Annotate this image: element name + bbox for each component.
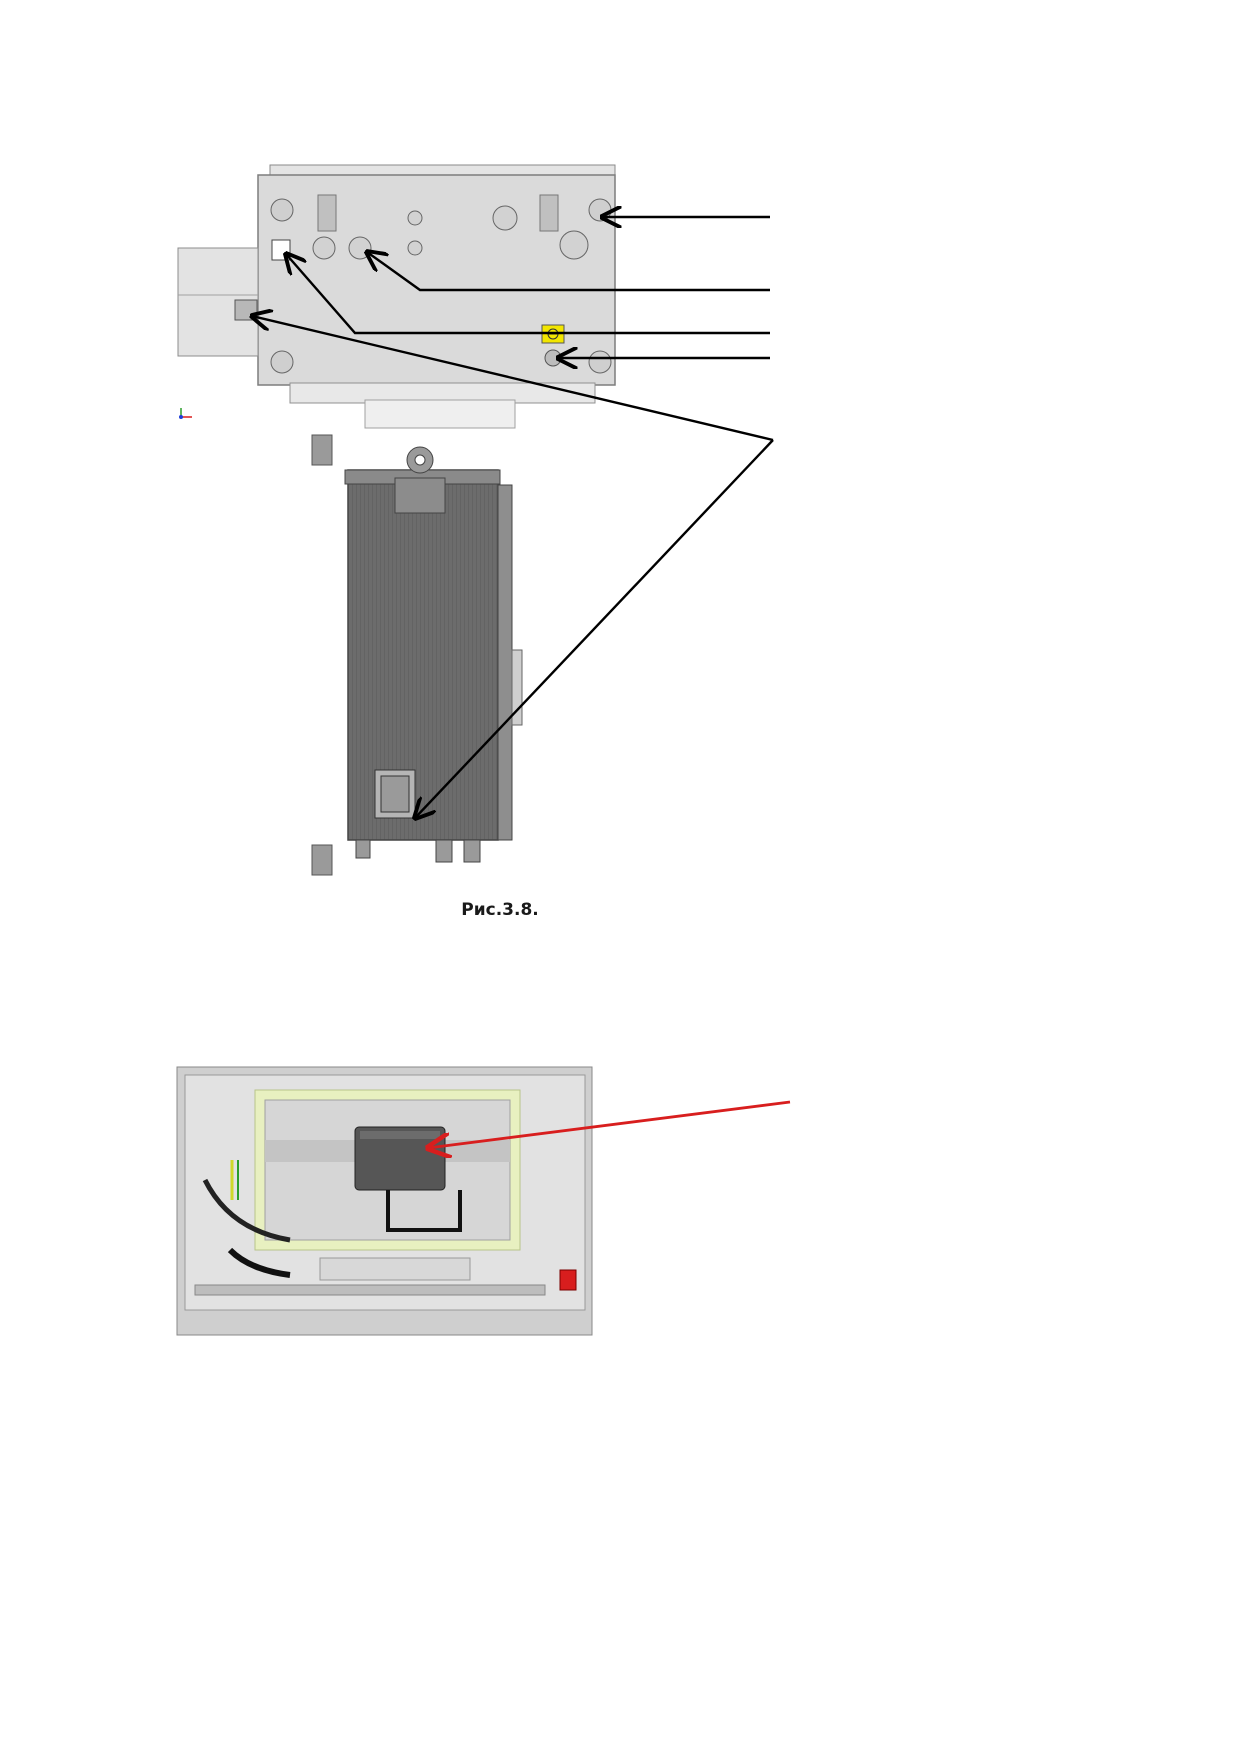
corner-bolts bbox=[270, 198, 612, 374]
figure-caption: Рис.3.8. bbox=[461, 900, 539, 920]
leader-arrow-3 bbox=[286, 254, 770, 335]
enclosure-interior-view bbox=[176, 1066, 593, 1336]
leader-arrow-5 bbox=[252, 316, 774, 442]
leader-arrow-6 bbox=[415, 439, 774, 818]
bottom-glands bbox=[355, 839, 481, 863]
cable-glands bbox=[312, 205, 589, 260]
enclosure-top-view bbox=[177, 164, 616, 429]
axis-triad-icon bbox=[179, 408, 192, 419]
enclosure-side-view bbox=[311, 434, 523, 876]
highlight-arrow bbox=[428, 1100, 791, 1148]
leader-lines bbox=[252, 217, 774, 818]
leader-arrow-2 bbox=[367, 252, 770, 292]
